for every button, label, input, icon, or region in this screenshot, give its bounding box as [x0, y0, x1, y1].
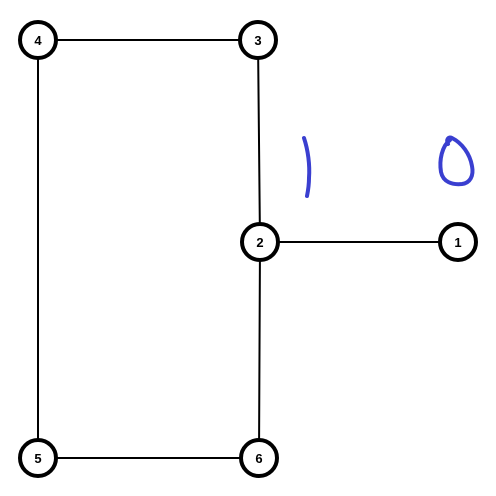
node-label: 4	[34, 33, 42, 48]
handwritten-marks	[302, 135, 475, 198]
node-label: 5	[34, 451, 41, 466]
node-circle	[240, 222, 280, 262]
node-5: 5	[18, 438, 58, 478]
node-6: 6	[239, 438, 279, 478]
nodes-layer: 1 2 3 4 5 6	[18, 20, 478, 478]
node-label: 2	[256, 235, 263, 250]
node-circle	[18, 20, 58, 60]
edge-3-2	[257, 39, 261, 243]
node-1: 1	[438, 222, 478, 262]
node-4: 4	[18, 20, 58, 60]
node-label: 1	[454, 235, 461, 250]
node-circle	[239, 438, 279, 478]
node-circle	[238, 20, 278, 60]
edge-2-6	[258, 241, 261, 459]
node-label: 3	[254, 33, 261, 48]
handwritten-mark-one	[302, 136, 312, 198]
node-circle	[18, 438, 58, 478]
node-label: 6	[255, 451, 262, 466]
edges-layer	[37, 39, 459, 459]
handwritten-mark-zero	[438, 135, 475, 187]
node-3: 3	[238, 20, 278, 60]
node-2: 2	[240, 222, 280, 262]
node-circle	[438, 222, 478, 262]
